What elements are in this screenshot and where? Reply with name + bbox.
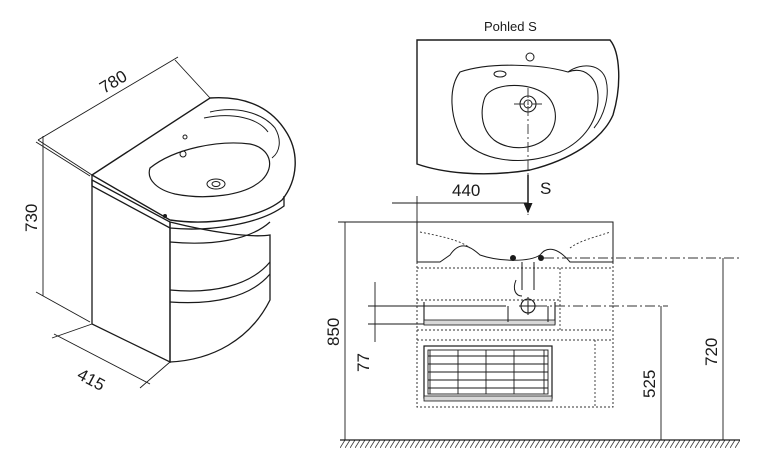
lower-drawer-bottom — [423, 395, 553, 402]
upper-drawer-bottom — [423, 319, 556, 326]
drawer-divider-lower — [169, 273, 271, 304]
section-view: 850 77 525 720 — [324, 221, 740, 448]
overflow-hole — [182, 134, 188, 140]
dim-440-label: 440 — [452, 181, 480, 200]
dim-415-line — [53, 333, 151, 385]
dim-850-label: 850 — [324, 318, 343, 346]
drawer-top-edge — [169, 221, 271, 244]
section-anchor-left — [510, 255, 516, 261]
faucet-hole — [179, 150, 187, 158]
mount-point — [163, 214, 167, 218]
siphon-bend — [513, 279, 523, 297]
dim-780-line — [37, 56, 179, 141]
dim-415-ext-left — [51, 323, 93, 339]
drain-inner — [211, 181, 221, 187]
plan-bowl-outer — [451, 64, 599, 161]
washbasin-edge — [91, 175, 285, 230]
washbasin-bowl — [148, 142, 271, 198]
view-label: Pohled S — [484, 19, 537, 34]
plan-bowl-inner — [481, 84, 556, 149]
dim-780-label: 780 — [96, 67, 130, 98]
dim-720-label: 720 — [702, 338, 721, 366]
plan-faucet-hole — [525, 52, 535, 62]
drawer-divider-upper — [169, 261, 271, 292]
washbasin-rim-shelf — [209, 109, 280, 159]
lower-drawer-grid — [427, 349, 549, 395]
washbasin-top — [90, 97, 296, 223]
cabinet-front — [169, 221, 271, 363]
dim-415-label: 415 — [74, 365, 108, 395]
plan-rim-shelf — [567, 65, 608, 129]
plan-washbasin-outline — [416, 39, 620, 175]
dim-525-label: 525 — [640, 370, 659, 398]
floor-hatching — [340, 440, 740, 448]
plan-overflow — [493, 70, 507, 78]
section-cabinet-outline — [416, 221, 614, 408]
dim-77-label: 77 — [354, 353, 373, 372]
dim-780-ext-left — [37, 139, 93, 176]
washbasin-rim-inner — [203, 115, 269, 133]
dim-780-ext-right — [174, 59, 211, 99]
section-anchor-right — [538, 255, 544, 261]
section-marker-label: S — [540, 179, 551, 198]
isometric-view: 780 730 415 — [22, 56, 296, 395]
dim-730-ext-top — [35, 141, 91, 177]
dim-730-ext-bottom — [35, 291, 91, 323]
section-basin-inner — [419, 231, 611, 249]
siphon-pipe — [521, 262, 535, 290]
plan-view: Pohled S S 440 — [392, 19, 620, 222]
drain-hole — [206, 178, 226, 190]
dim-415-ext-right — [139, 361, 171, 389]
dim-730-label: 730 — [22, 204, 41, 232]
